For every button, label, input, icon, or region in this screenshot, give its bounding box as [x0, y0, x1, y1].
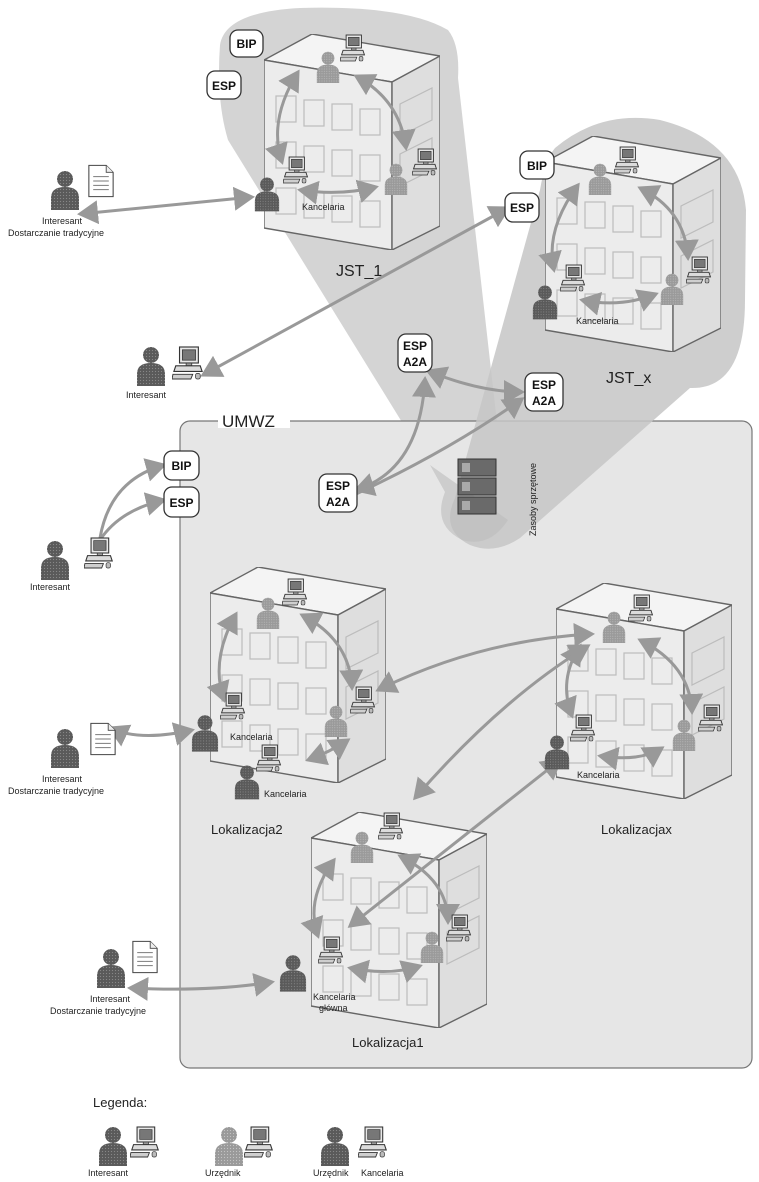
svg-text:ESP: ESP [532, 378, 556, 392]
svg-text:A2A: A2A [403, 355, 427, 369]
legend-label-interesant: Interesant [88, 1168, 129, 1178]
building-lokx [556, 583, 732, 799]
label-lokx: Lokalizacjax [601, 822, 672, 837]
label-kancelaria-jstx: Kancelaria [576, 316, 619, 326]
connection-arrows [77, 69, 704, 1001]
badge-bip-umwz: BIP [163, 450, 200, 481]
label-interesant-1: Interesant [42, 216, 83, 226]
label-interesant-3: Interesant [30, 582, 71, 592]
label-dostarczanie-5: Dostarczanie tradycyjne [50, 1006, 146, 1016]
badge-esp-jstx: ESP [504, 192, 540, 223]
citizen-icon [97, 949, 125, 988]
svg-text:ESP: ESP [169, 496, 193, 510]
building-jst1 [264, 34, 440, 250]
document-icon [132, 940, 158, 974]
legend-computer-icon [358, 1126, 387, 1158]
svg-text:BIP: BIP [527, 159, 547, 173]
computer-icon [84, 537, 113, 569]
badge-esp-jst1: ESP [206, 70, 242, 100]
svg-text:A2A: A2A [326, 495, 350, 509]
legend-label-urzednik-1: Urzędnik [205, 1168, 241, 1178]
label-interesant-5: Interesant [90, 994, 131, 1004]
label-lok1: Lokalizacja1 [352, 1035, 424, 1050]
badge-bip-jst1: BIP [229, 29, 264, 58]
badge-bip-jstx: BIP [519, 150, 555, 180]
server-icon [457, 458, 497, 515]
legend-computer-icon [130, 1126, 159, 1158]
badge-esp-umwz: ESP [163, 486, 200, 518]
legend-clerk-icon [321, 1127, 349, 1166]
citizen-icon [137, 347, 165, 386]
svg-text:A2A: A2A [532, 394, 556, 408]
svg-text:BIP: BIP [171, 459, 191, 473]
computer-icon [172, 346, 203, 380]
label-jstx: JST_x [606, 370, 651, 387]
label-interesant-4: Interesant [42, 774, 83, 784]
document-icon [88, 164, 114, 198]
label-zasoby: Zasoby sprzętowe [528, 463, 538, 536]
legend-official-icon [215, 1127, 243, 1166]
label-jst1: JST_1 [336, 263, 382, 280]
svg-text:BIP: BIP [236, 37, 256, 51]
label-kancelaria-glowna: Kancelaria [313, 992, 356, 1002]
legend-computer-icon [244, 1126, 273, 1158]
label-dostarczanie-1: Dostarczanie tradycyjne [8, 228, 104, 238]
legend-label-kancelaria: Kancelaria [361, 1168, 404, 1178]
legend-label-urzednik-2: Urzędnik [313, 1168, 349, 1178]
label-kancelaria-lok2a: Kancelaria [230, 732, 273, 742]
svg-text:ESP: ESP [510, 201, 534, 215]
svg-text:ESP: ESP [403, 339, 427, 353]
label-interesant-2: Interesant [126, 390, 167, 400]
legend-citizen-icon [99, 1127, 127, 1166]
svg-text:ESP: ESP [212, 79, 236, 93]
building-lok2 [210, 567, 386, 783]
label-kancelaria-jst1: Kancelaria [302, 202, 345, 212]
label-glowna: główna [319, 1003, 348, 1013]
legend-title: Legenda: [93, 1095, 147, 1110]
citizen-icon [41, 541, 69, 580]
label-dostarczanie-4: Dostarczanie tradycyjne [8, 786, 104, 796]
label-lok2: Lokalizacja2 [211, 822, 283, 837]
badge-esp-a2a-left: ESP A2A [318, 473, 358, 513]
badge-esp-a2a-right: ESP A2A [524, 372, 564, 412]
label-kancelaria-lok2b: Kancelaria [264, 789, 307, 799]
citizen-icon [51, 729, 79, 768]
label-kancelaria-lokx: Kancelaria [577, 770, 620, 780]
document-icon [90, 722, 116, 756]
citizen-icon [51, 171, 79, 210]
svg-text:ESP: ESP [326, 479, 350, 493]
building-jstx [545, 136, 721, 352]
badge-esp-a2a-top: ESP A2A [397, 333, 433, 373]
umwz-label: UMWZ [222, 412, 275, 431]
